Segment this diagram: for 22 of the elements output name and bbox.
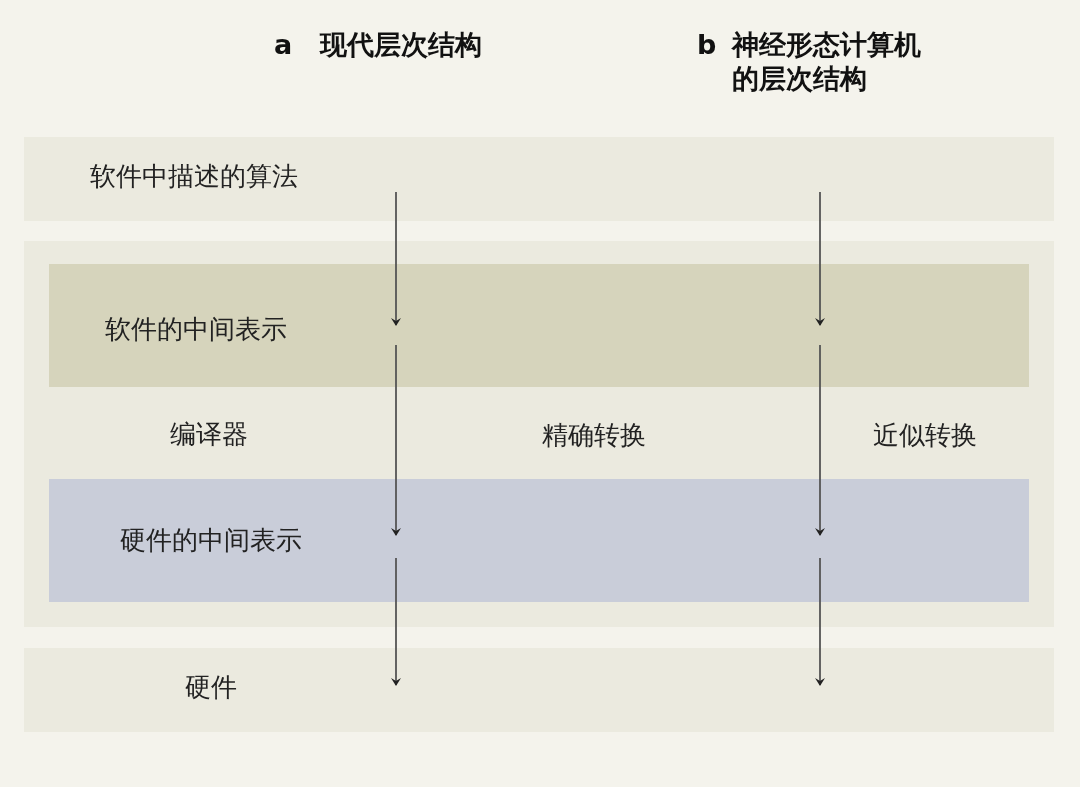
layer-label: 软件的中间表示 [105, 313, 287, 346]
arrow [391, 344, 401, 536]
transform-label: 精确转换 [542, 419, 646, 452]
layer-band [49, 264, 1029, 387]
arrow [815, 344, 825, 536]
layer-label: 硬件 [185, 671, 237, 704]
layer-band [49, 479, 1029, 602]
arrow [391, 557, 401, 686]
column-heading: 现代层次结构 [320, 28, 483, 62]
arrow [391, 191, 401, 326]
layer-band [24, 241, 1054, 627]
arrow [815, 557, 825, 686]
layer-band [24, 648, 1054, 732]
column-heading: b [697, 28, 718, 62]
layer-label: 编译器 [170, 418, 248, 451]
arrow [815, 191, 825, 326]
layer-label: 硬件的中间表示 [120, 524, 302, 557]
transform-label: 近似转换 [873, 419, 977, 452]
column-heading: a [274, 28, 294, 62]
layer-label: 软件中描述的算法 [90, 160, 298, 193]
column-heading: 神经形态计算机的层次结构 [732, 28, 922, 96]
layer-band [24, 137, 1054, 221]
